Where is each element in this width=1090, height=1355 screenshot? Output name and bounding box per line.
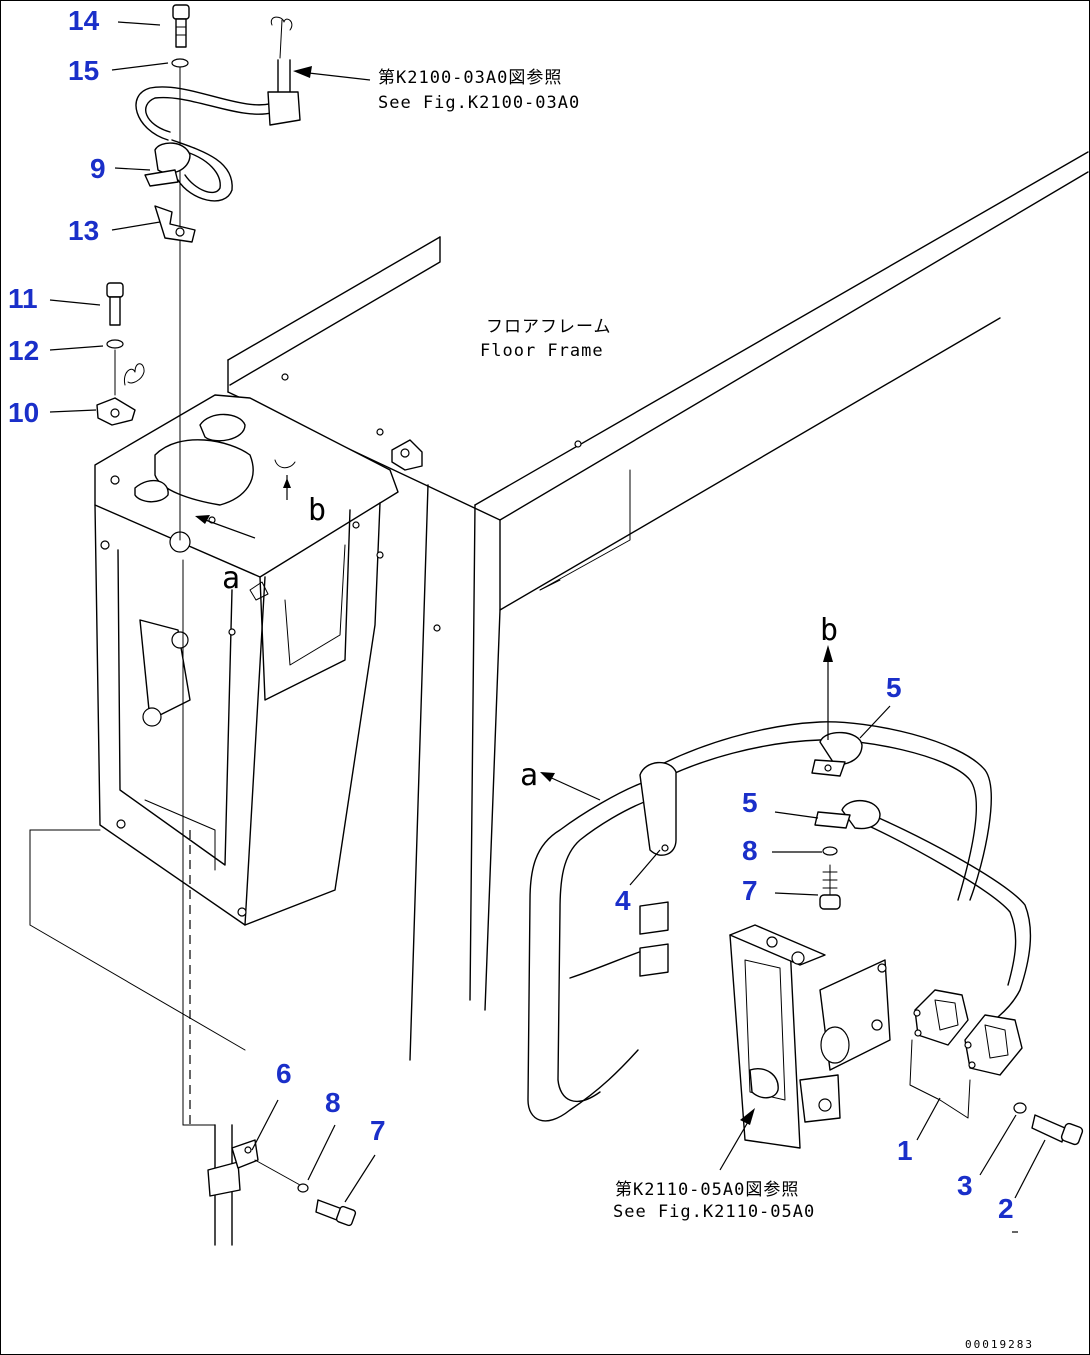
callout-1: 1	[897, 1135, 913, 1166]
callout-8-right: 8	[742, 835, 758, 866]
leader-lines	[49, 21, 1046, 1233]
callout-15: 15	[68, 55, 99, 86]
ref-note-1-en: See Fig.K2100-03A0	[378, 93, 580, 113]
callout-4: 4	[615, 885, 631, 916]
callout-7-left: 7	[370, 1115, 386, 1146]
ref-note-1-jp: 第K2100-03A0図参照	[378, 68, 562, 88]
floor-frame	[227, 151, 1089, 1061]
view-letter-a-right: a	[520, 758, 538, 793]
callout-13: 13	[68, 215, 99, 246]
ref-note-2-jp: 第K2110-05A0図参照	[615, 1180, 799, 1200]
document-id: 00019283	[965, 1338, 1034, 1351]
view-letter-b-right: b	[820, 613, 838, 648]
view-letter-b-left: b	[308, 493, 326, 528]
left-hardware	[96, 282, 145, 426]
cable-run-left	[29, 62, 246, 1246]
callout-9: 9	[90, 153, 106, 184]
callout-5-upper: 5	[886, 672, 902, 703]
callout-10: 10	[8, 397, 39, 428]
callout-14: 14	[68, 5, 100, 36]
right-assembly	[527, 645, 1084, 1171]
top-hardware	[135, 4, 371, 243]
callout-numbers: 14 15 9 13 11 12 10 6 8 7 5 5 8 7 4 1 3 …	[8, 5, 1014, 1224]
callout-12: 12	[8, 335, 39, 366]
callout-8-left: 8	[325, 1087, 341, 1118]
reference-notes: 第K2100-03A0図参照 See Fig.K2100-03A0 フロアフレー…	[378, 68, 815, 1222]
view-letters: a b a b	[222, 493, 838, 793]
callout-11: 11	[8, 283, 38, 314]
front-column-housing	[94, 394, 399, 926]
callout-3: 3	[957, 1170, 973, 1201]
view-letter-a-left: a	[222, 561, 240, 596]
floor-frame-label-en: Floor Frame	[480, 341, 604, 361]
floor-frame-label-jp: フロアフレーム	[486, 317, 612, 337]
bottom-clamp-hardware	[207, 1139, 357, 1227]
callout-2: 2	[998, 1193, 1014, 1224]
callout-6: 6	[276, 1058, 292, 1089]
callout-5-lower: 5	[742, 787, 758, 818]
callout-7-right: 7	[742, 875, 758, 906]
ref-note-2-en: See Fig.K2110-05A0	[613, 1202, 815, 1222]
